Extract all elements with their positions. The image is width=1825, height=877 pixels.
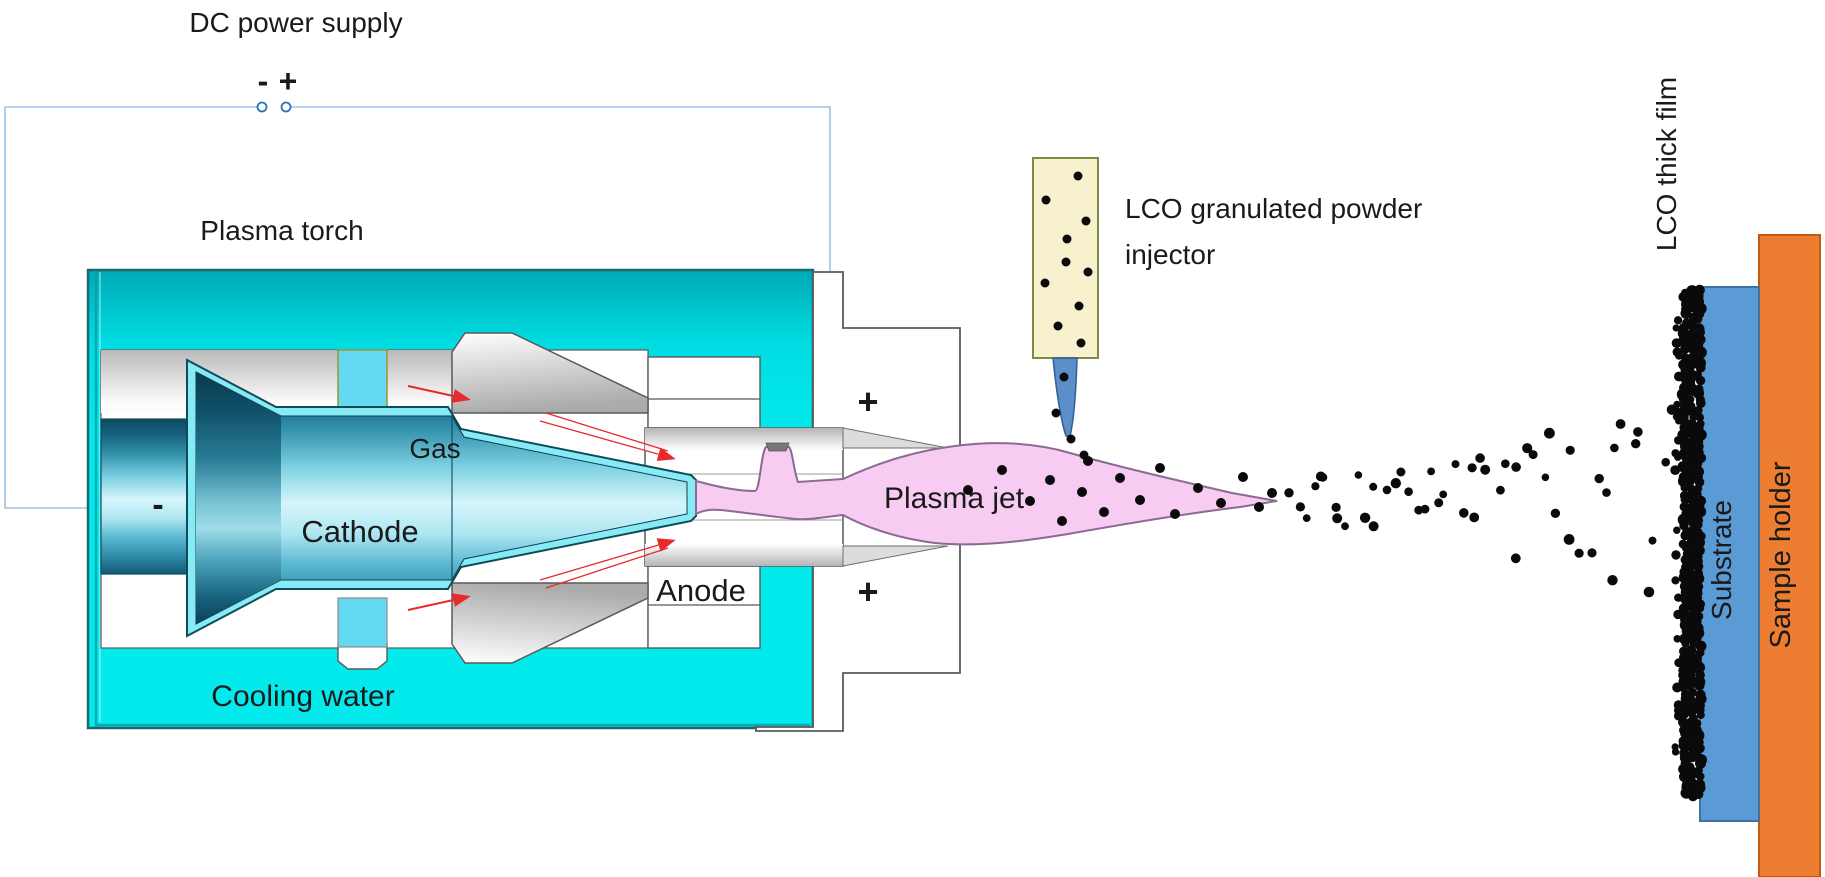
bore-wedge-top [842,427,949,449]
injector-label-line1: LCO granulated powder [1125,193,1422,224]
cooling-water-label: Cooling water [211,680,394,713]
substrate-label: Substrate [1706,500,1737,620]
wire-negative [4,106,258,509]
torch-bevel [94,272,810,727]
power-supply-label: DC power supply [189,7,402,38]
gas-label: Gas [409,433,460,464]
cathode-assembly [100,358,697,638]
plasma-torch-label: Plasma torch [200,215,363,246]
anode-insulator-blocks [647,356,761,649]
gas-annulus-shading [101,350,452,413]
gas-flow-arrows [407,385,676,611]
injector-label-line2: injector [1125,239,1215,270]
cathode-label: Cathode [301,514,418,549]
spray-particles [1284,404,1678,598]
lco-thick-film-label: LCO thick film [1651,77,1682,251]
terminal-negative-icon [256,101,268,113]
sample-holder-label: Sample holder [1765,461,1797,648]
anode-label: Anode [656,573,746,608]
deposition-target [1699,234,1821,877]
lco-film-deposit [1670,284,1707,802]
injector-particles [1040,171,1093,460]
bottom-port-protrusion [337,643,388,670]
sample-holder-bar [1758,234,1821,877]
anode-plus-top: + [857,381,878,422]
cathode-shoulder [196,372,281,624]
plasma-jet-label: Plasma jet [884,482,1025,515]
terminal-positive-icon [280,101,292,113]
plasma-jet-group [695,442,1278,546]
cathode-polarity: - [152,486,163,524]
substrate-bar [1699,286,1760,822]
cathode-stem [100,418,188,575]
cathode-body [195,371,688,625]
wire-positive [290,106,831,272]
in-jet-particles [963,456,1277,526]
labels: DC power supply - + Plasma torch Gas Cat… [152,7,1797,713]
power-supply-circuit [4,101,831,509]
gas-port-bottom [337,597,388,648]
bore-wedge-bottom [842,545,949,567]
arc-root-cap [765,442,790,452]
power-supply-minus: - [258,63,269,99]
gas-port-top [337,349,388,408]
plasma-jet-shape [695,442,1278,546]
power-supply-plus: + [279,63,298,99]
anode-plus-bottom: + [857,571,878,612]
injector-nozzle [1052,357,1078,437]
